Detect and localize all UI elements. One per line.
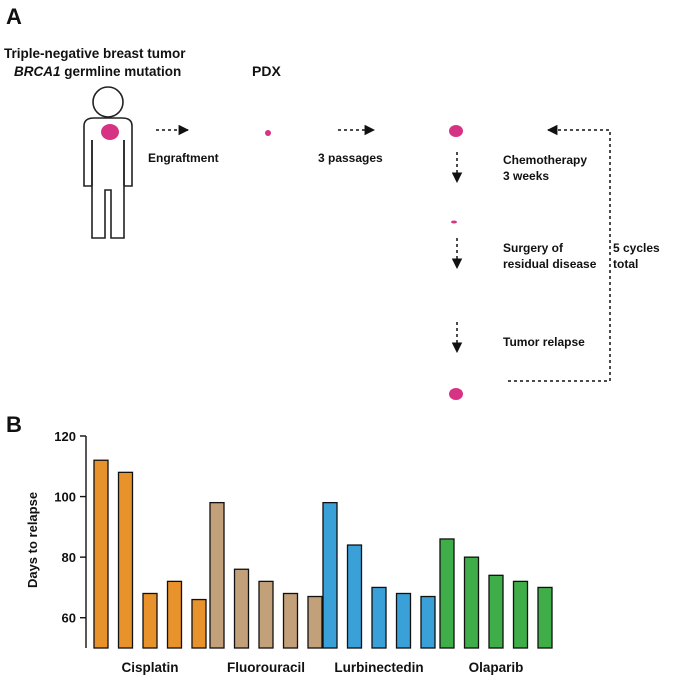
cycle-loop-arrow <box>508 124 611 382</box>
bar-lurbinectedin-5 <box>420 595 436 649</box>
germline-text: germline mutation <box>61 64 182 79</box>
y-axis-ticks: 60 80 100 120 <box>54 429 86 626</box>
bar-olaparib-4 <box>512 580 529 649</box>
relapse-mouse-icon <box>329 355 463 400</box>
brca1-text: BRCA1 <box>14 64 61 79</box>
relapse-tumor <box>449 388 463 400</box>
bar-fluorouracil-4 <box>282 592 299 649</box>
bar-cisplatin-2 <box>117 471 134 649</box>
cycles-label-line2: total <box>613 257 638 271</box>
bar-olaparib-3 <box>488 574 504 649</box>
patient-tumor <box>101 124 119 140</box>
bars-area <box>93 459 553 649</box>
relapse-label: Tumor relapse <box>503 335 585 349</box>
pdx-tumor <box>265 130 271 136</box>
human-figure-icon <box>83 86 133 239</box>
y-tick-label: 60 <box>62 611 76 626</box>
bar-lurbinectedin-4 <box>395 592 412 649</box>
x-category-label: Lurbinectedin <box>334 660 423 675</box>
chemo-mouse-icon <box>343 185 457 224</box>
bar-cisplatin-5 <box>191 598 207 649</box>
bar-fluorouracil-3 <box>258 580 274 649</box>
patient-title-line1: Triple-negative breast tumor <box>4 46 186 61</box>
patient-title-line2: BRCA1 germline mutation <box>14 64 181 79</box>
bar-fluorouracil-5 <box>307 595 323 649</box>
chemo-tumor <box>451 220 457 224</box>
y-tick-label: 120 <box>54 429 76 444</box>
x-category-label: Olaparib <box>469 660 524 675</box>
chemo-label-line1: Chemotherapy <box>503 153 587 167</box>
surgery-label-line1: Surgery of <box>503 241 564 255</box>
engraftment-label: Engraftment <box>148 151 219 165</box>
pdx-label: PDX <box>252 63 281 79</box>
x-category-label: Cisplatin <box>121 660 178 675</box>
chemo-label-line2: 3 weeks <box>503 169 549 183</box>
bar-lurbinectedin-3 <box>371 586 387 649</box>
bar-olaparib-5 <box>537 586 553 649</box>
panel-b-label: B <box>6 412 22 437</box>
pdx-mouse-icon <box>165 97 271 136</box>
panel-a-label: A <box>6 4 22 29</box>
bar-cisplatin-4 <box>166 580 183 649</box>
bar-lurbinectedin-1 <box>322 501 338 649</box>
bar-olaparib-1 <box>439 538 455 649</box>
x-category-label: Fluorouracil <box>227 660 305 675</box>
surgery-label-line2: residual disease <box>503 257 597 271</box>
passages-label: 3 passages <box>318 151 383 165</box>
bar-fluorouracil-1 <box>209 501 225 649</box>
passage-mouse-icon <box>345 97 463 137</box>
bar-fluorouracil-2 <box>233 568 250 649</box>
y-tick-label: 80 <box>62 550 76 565</box>
bar-cisplatin-1 <box>93 459 109 649</box>
bar-lurbinectedin-2 <box>346 544 363 649</box>
x-axis-labels: Cisplatin Fluorouracil Lurbinectedin Olapar… <box>121 660 523 675</box>
passage-tumor <box>449 125 463 137</box>
y-tick-label: 100 <box>54 490 76 505</box>
y-axis-label: Days to relapse <box>25 492 40 588</box>
bar-olaparib-2 <box>463 556 480 649</box>
cycles-label-line1: 5 cycles <box>613 241 660 255</box>
bar-cisplatin-3 <box>142 592 158 649</box>
